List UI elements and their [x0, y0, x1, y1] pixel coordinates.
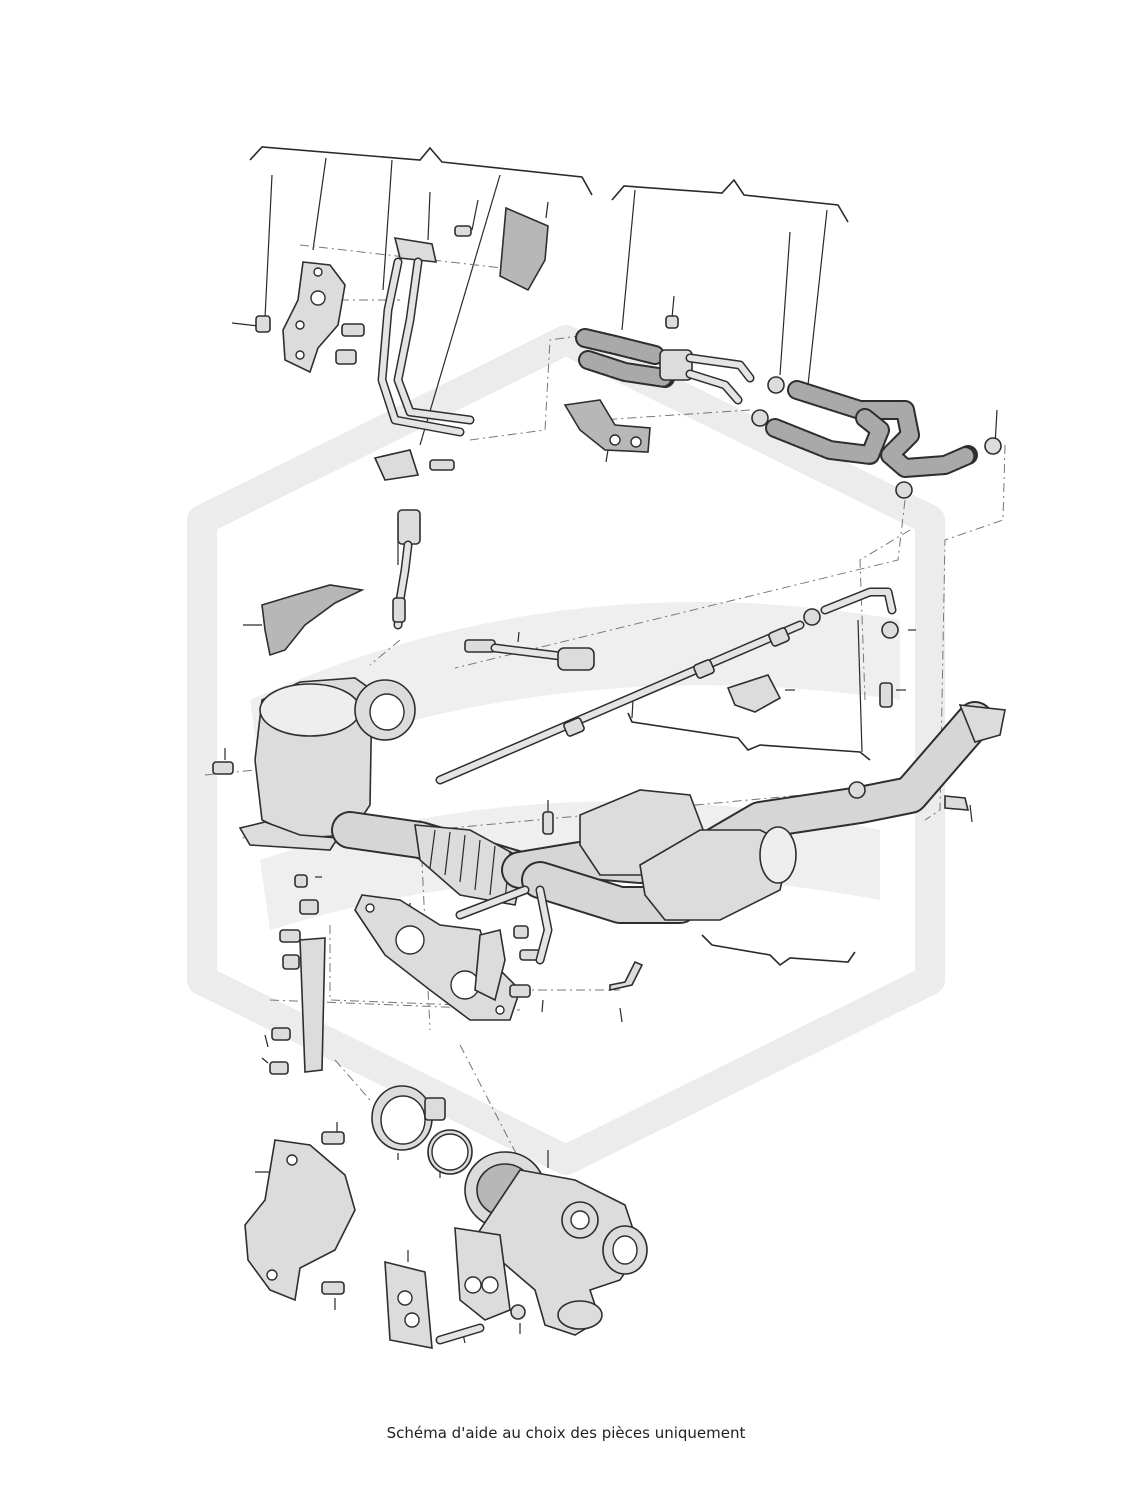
- long-pipe: [435, 620, 805, 785]
- seal-ring: [427, 1129, 473, 1175]
- twin-catalysts: [501, 701, 1006, 924]
- clamp-bracket: [373, 449, 455, 481]
- bent-pipe-right: [803, 587, 899, 708]
- oxygen-sensor-top: [377, 225, 475, 437]
- pressure-sensor: [726, 674, 782, 713]
- bolt-top-left: [231, 315, 271, 333]
- callout-leaders: [224, 146, 998, 1344]
- bracket-strap: [269, 874, 326, 1075]
- turbocharger: [454, 1151, 648, 1336]
- oxygen-sensor-vertical: [392, 509, 421, 630]
- hook-bracket: [535, 885, 644, 992]
- oxygen-sensor-horizontal: [464, 639, 595, 671]
- bolts-bracket: [335, 323, 365, 365]
- hose-bracket: [563, 399, 651, 453]
- turbo-gasket: [384, 1260, 433, 1349]
- clamp-ring: [371, 1085, 446, 1151]
- heat-shield-small: [499, 206, 549, 292]
- heat-shield-curved: [261, 584, 365, 657]
- heat-shield-bracket: [282, 261, 346, 374]
- coolant-hoses: [575, 315, 1002, 499]
- stud-and-nut: [435, 1304, 526, 1345]
- flange-gasket-plate: [354, 885, 541, 1021]
- disclaimer-caption: Schéma d'aide au choix des pièces unique…: [386, 1424, 746, 1442]
- lower-heat-shield: [244, 1131, 356, 1302]
